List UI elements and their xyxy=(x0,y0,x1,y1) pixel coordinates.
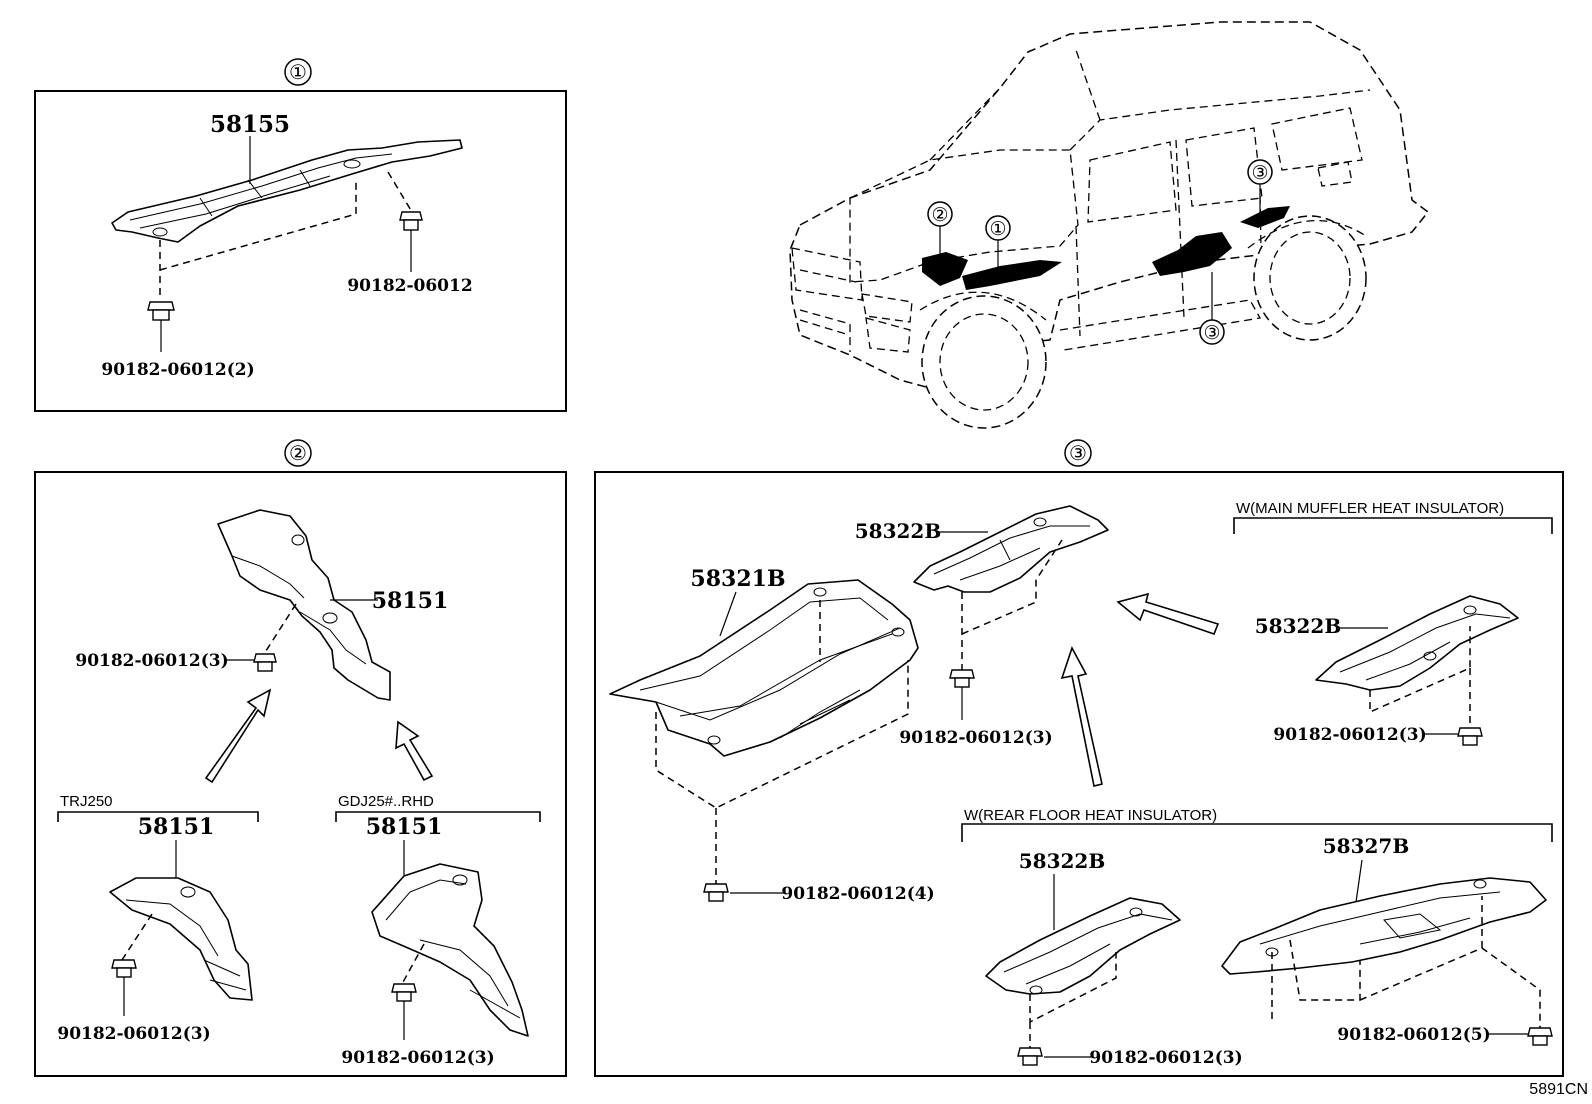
part-58321b-shape xyxy=(609,579,919,757)
panel-1-frame xyxy=(34,90,567,412)
fastener-label: 90182-06012(3) xyxy=(1273,725,1426,745)
part-58327b-label: 58327B xyxy=(1323,834,1409,858)
panel-2: ② 58151 90182-06012(3) TRJ250 58151 xyxy=(34,439,567,1077)
nut-icon xyxy=(703,883,729,902)
group-main-muffler: W(MAIN MUFFLER HEAT INSULATOR) 58322B 90… xyxy=(1233,500,1553,746)
panel-1-fastener-paths xyxy=(159,171,413,298)
nut-icon xyxy=(1017,1047,1043,1066)
fastener-path xyxy=(121,913,153,961)
nut-icon xyxy=(253,653,277,672)
fastener-label: 90182-06012(2) xyxy=(101,360,254,380)
panel-2-callout-circle xyxy=(284,439,312,467)
fastener-label: 90182-06012 xyxy=(347,276,472,296)
part-58155-label: 58155 xyxy=(210,111,290,138)
group-bracket xyxy=(1233,517,1553,534)
part-58151-shape xyxy=(109,877,253,1001)
part-58322b-shape xyxy=(1315,595,1519,691)
insulator-blob-1 xyxy=(962,260,1062,290)
vehicle-callout-3-rear: ③ xyxy=(1251,163,1268,184)
nut-icon xyxy=(1457,727,1483,746)
part-58151-shape xyxy=(217,509,391,701)
fastener-path xyxy=(263,603,297,655)
group-rear-floor: W(REAR FLOOR HEAT INSULATOR) 58322B 9018… xyxy=(961,807,1553,1068)
part-leader xyxy=(1355,859,1363,903)
part-58322b-label: 58322B xyxy=(855,519,941,543)
insulator-blob-3b xyxy=(1240,206,1290,228)
arrow-icon xyxy=(1060,645,1103,787)
part-58322b-label: 58322B xyxy=(1255,614,1341,638)
fastener-label: 90182-06012(3) xyxy=(1089,1048,1242,1068)
panel-2-callout: ② xyxy=(289,443,307,465)
part-58327b-shape xyxy=(1221,877,1547,975)
arrow-icon xyxy=(395,720,434,782)
panel-3: ③ 58321B 90182-06012(4) 5832 xyxy=(594,439,1564,1077)
fastener-path xyxy=(401,943,425,985)
panel-1-callout-circle xyxy=(284,58,312,86)
variant-label: TRJ250 xyxy=(60,793,113,810)
part-leader xyxy=(719,591,737,637)
variant-bracket xyxy=(57,811,259,822)
panel-3-callout: ③ xyxy=(1069,443,1087,465)
nut-icon xyxy=(391,983,417,1002)
arrow-icon xyxy=(1116,592,1220,636)
fastener-label: 90182-06012(3) xyxy=(341,1048,494,1068)
group-bracket xyxy=(961,823,1553,842)
fastener-paths xyxy=(1271,896,1541,1028)
group-label: W(MAIN MUFFLER HEAT INSULATOR) xyxy=(1236,500,1504,517)
fastener-paths xyxy=(1369,626,1471,728)
nut-icon xyxy=(1527,1027,1553,1046)
nut-icon xyxy=(147,301,175,321)
nut-icon xyxy=(949,669,975,688)
part-58322b-label: 58322B xyxy=(1019,849,1105,873)
fastener-paths xyxy=(655,600,909,884)
part-58322b-shape xyxy=(985,897,1181,995)
fastener-label: 90182-06012(3) xyxy=(75,651,228,671)
vehicle-callout-2: ② xyxy=(931,205,948,226)
front-wheel xyxy=(921,295,1047,429)
nut-icon xyxy=(111,959,137,978)
part-58155-shape xyxy=(111,139,463,243)
vehicle-callout-1: ① xyxy=(989,219,1006,240)
fastener-paths xyxy=(1029,952,1117,1048)
vehicle-callout-3-mid: ③ xyxy=(1203,323,1220,344)
part-58151-shape xyxy=(371,863,529,1037)
part-58321b-label: 58321B xyxy=(690,566,785,592)
nut-icon xyxy=(399,211,423,231)
variant-label: GDJ25#..RHD xyxy=(338,793,434,810)
group-label: W(REAR FLOOR HEAT INSULATOR) xyxy=(964,807,1217,824)
variant-trj250: TRJ250 58151 90182-06012(3) xyxy=(57,793,259,1044)
panel-3-frame xyxy=(594,471,1564,1077)
vehicle-illustration: ② ① ③ ③ xyxy=(789,21,1429,429)
part-58151-label: 58151 xyxy=(372,588,449,614)
part-58151-label: 58151 xyxy=(366,814,443,840)
panel-1-callout: ① xyxy=(289,62,307,84)
insulator-blob-3a xyxy=(1152,232,1232,276)
variant-gdj25-rhd: GDJ25#..RHD 58151 90182-06012(3) xyxy=(335,793,541,1068)
part-58151-label: 58151 xyxy=(138,814,215,840)
fastener-label: 90182-06012(5) xyxy=(1337,1025,1490,1045)
insulator-blob-2 xyxy=(922,252,968,286)
fastener-label: 90182-06012(3) xyxy=(899,728,1052,748)
variant-bracket xyxy=(335,811,541,822)
panel-3-callout-circle xyxy=(1064,439,1092,467)
part-58322b-shape xyxy=(913,505,1109,593)
fastener-paths xyxy=(961,539,1063,670)
arrow-icon xyxy=(204,688,272,784)
fastener-label: 90182-06012(3) xyxy=(57,1024,210,1044)
panel-1: ① 58155 90182-06012 90182-06012(2) xyxy=(34,58,567,412)
diagram-code: 5891CN xyxy=(1529,1081,1588,1098)
panel-2-frame xyxy=(34,471,567,1077)
fastener-label: 90182-06012(4) xyxy=(781,884,934,904)
rear-wheel xyxy=(1253,215,1367,341)
